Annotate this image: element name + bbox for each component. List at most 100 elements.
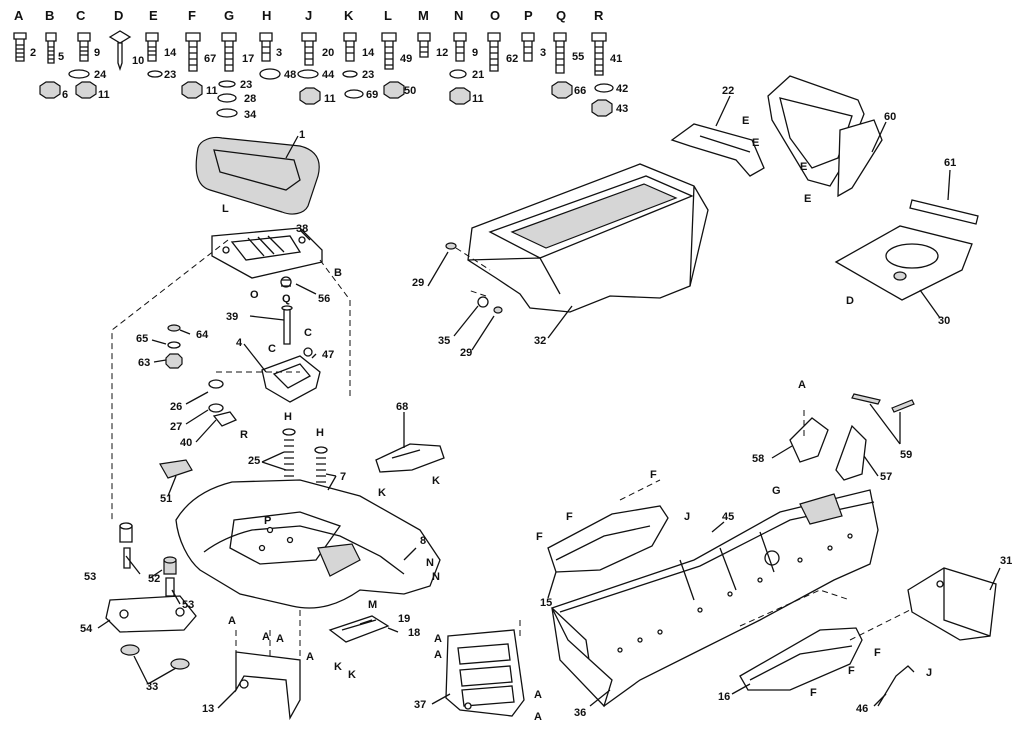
hardware-number: 10 (132, 55, 144, 67)
part-label: 64 (196, 329, 209, 341)
bolt-f-icon (185, 32, 201, 72)
hardware-letter: A (14, 8, 24, 23)
bolt-c-icon (77, 32, 91, 62)
hardware-number: 20 (322, 47, 334, 59)
callout-letter: E (804, 193, 811, 205)
part-label: 37 (414, 699, 426, 711)
bolt-r-icon (591, 32, 607, 76)
hardware-letter: F (188, 8, 196, 23)
nut-icon (591, 99, 613, 117)
hardware-number: 48 (284, 69, 296, 81)
callout-letter: A (262, 631, 270, 643)
hardware-number: 41 (610, 53, 622, 65)
part-label: 31 (1000, 555, 1012, 567)
hardware-number: 44 (322, 69, 335, 81)
part-label: 32 (534, 335, 546, 347)
spacer-part-47 (303, 347, 313, 357)
callout-letter: H (316, 427, 324, 439)
part-label: 29 (460, 347, 472, 359)
washer-icon (259, 68, 281, 80)
part-label: 13 (202, 703, 214, 715)
part-label: 1 (299, 129, 305, 141)
callout-letter: H (284, 411, 292, 423)
hardware-letter: B (45, 8, 54, 23)
callout-letter: E (742, 115, 749, 127)
hardware-number: 2 (30, 47, 36, 59)
part-label: 47 (322, 349, 334, 361)
hardware-letter: C (76, 8, 86, 23)
part-label: 35 (438, 335, 450, 347)
callout-letter: F (566, 511, 573, 523)
callout-letter: J (926, 667, 932, 679)
footrests (547, 505, 863, 691)
part-label: 51 (160, 493, 172, 505)
hardware-number: 5 (58, 51, 64, 63)
part-label: 38 (296, 223, 308, 235)
hardware-number: 11 (324, 93, 336, 105)
hardware-number: 24 (94, 69, 107, 81)
washer-icon (594, 83, 614, 93)
washer-icon (147, 70, 163, 78)
callout-letter-labels: L O Q B C C R H H P N N M K K K K A A A … (222, 115, 932, 723)
hardware-letter: J (305, 8, 312, 23)
callout-letter: A (228, 615, 236, 627)
leader-lines (97, 95, 1001, 709)
panel-part-22 (670, 123, 765, 177)
part-label: 18 (408, 627, 420, 639)
hardware-number: 9 (94, 47, 100, 59)
bolt-l-icon (381, 32, 397, 70)
bracket-part-19 (328, 615, 390, 643)
seat-part-1 (195, 136, 320, 215)
part-label: 52 (148, 573, 160, 585)
hardware-number: 66 (574, 85, 586, 97)
hardware-number: 3 (540, 47, 546, 59)
hardware-number: 62 (506, 53, 518, 65)
part-label: 54 (80, 623, 93, 635)
washer-icon (68, 69, 90, 79)
rear-parts (877, 567, 997, 707)
hardware-letter: G (224, 8, 234, 23)
callout-letter: A (798, 379, 806, 391)
seat-assembly (159, 136, 445, 495)
hardware-number: 23 (240, 79, 252, 91)
washer-icon (344, 89, 364, 99)
bolt-m-icon (417, 32, 431, 58)
callout-letter: K (348, 669, 356, 681)
part-label: 16 (718, 691, 730, 703)
part-label: 15 (540, 597, 552, 609)
spacer-part-35 (477, 296, 489, 308)
washer-icon (297, 69, 319, 79)
part-label: 8 (420, 535, 426, 547)
hood-part-32 (445, 163, 709, 314)
callout-letter: F (810, 687, 817, 699)
bolt-e-icon (145, 32, 159, 62)
hardware-number: 11 (472, 93, 484, 105)
hardware-number: 49 (400, 53, 412, 65)
part-label: 40 (180, 437, 192, 449)
lower-left-mount (105, 522, 301, 721)
bracket-part-13 (235, 651, 301, 721)
bolt-q-icon (553, 32, 567, 74)
part-label: 27 (170, 421, 182, 433)
callout-letter: G (772, 485, 781, 497)
callout-letter: D (846, 295, 854, 307)
clip-part-51 (159, 459, 193, 479)
footrest-part-16 (739, 627, 863, 691)
part-label: 29 (412, 277, 424, 289)
callout-letter: N (432, 571, 440, 583)
part-label: 56 (318, 293, 330, 305)
hardware-letter: H (262, 8, 271, 23)
callout-letter: L (222, 203, 229, 215)
callout-letter: K (334, 661, 342, 673)
panel-part-37 (445, 629, 525, 717)
hardware-letter: P (524, 8, 533, 23)
callout-letter: C (304, 327, 312, 339)
spring-part-7 (316, 457, 326, 495)
hardware-number: 9 (472, 47, 478, 59)
hardware-number: 23 (164, 69, 176, 81)
callout-letter: A (276, 633, 284, 645)
callout-letter: F (650, 469, 657, 481)
callout-letter: A (306, 651, 314, 663)
part-number-labels: 1 38 56 39 65 64 63 4 47 26 27 40 25 7 5… (80, 85, 1012, 719)
hardware-letter: L (384, 8, 392, 23)
